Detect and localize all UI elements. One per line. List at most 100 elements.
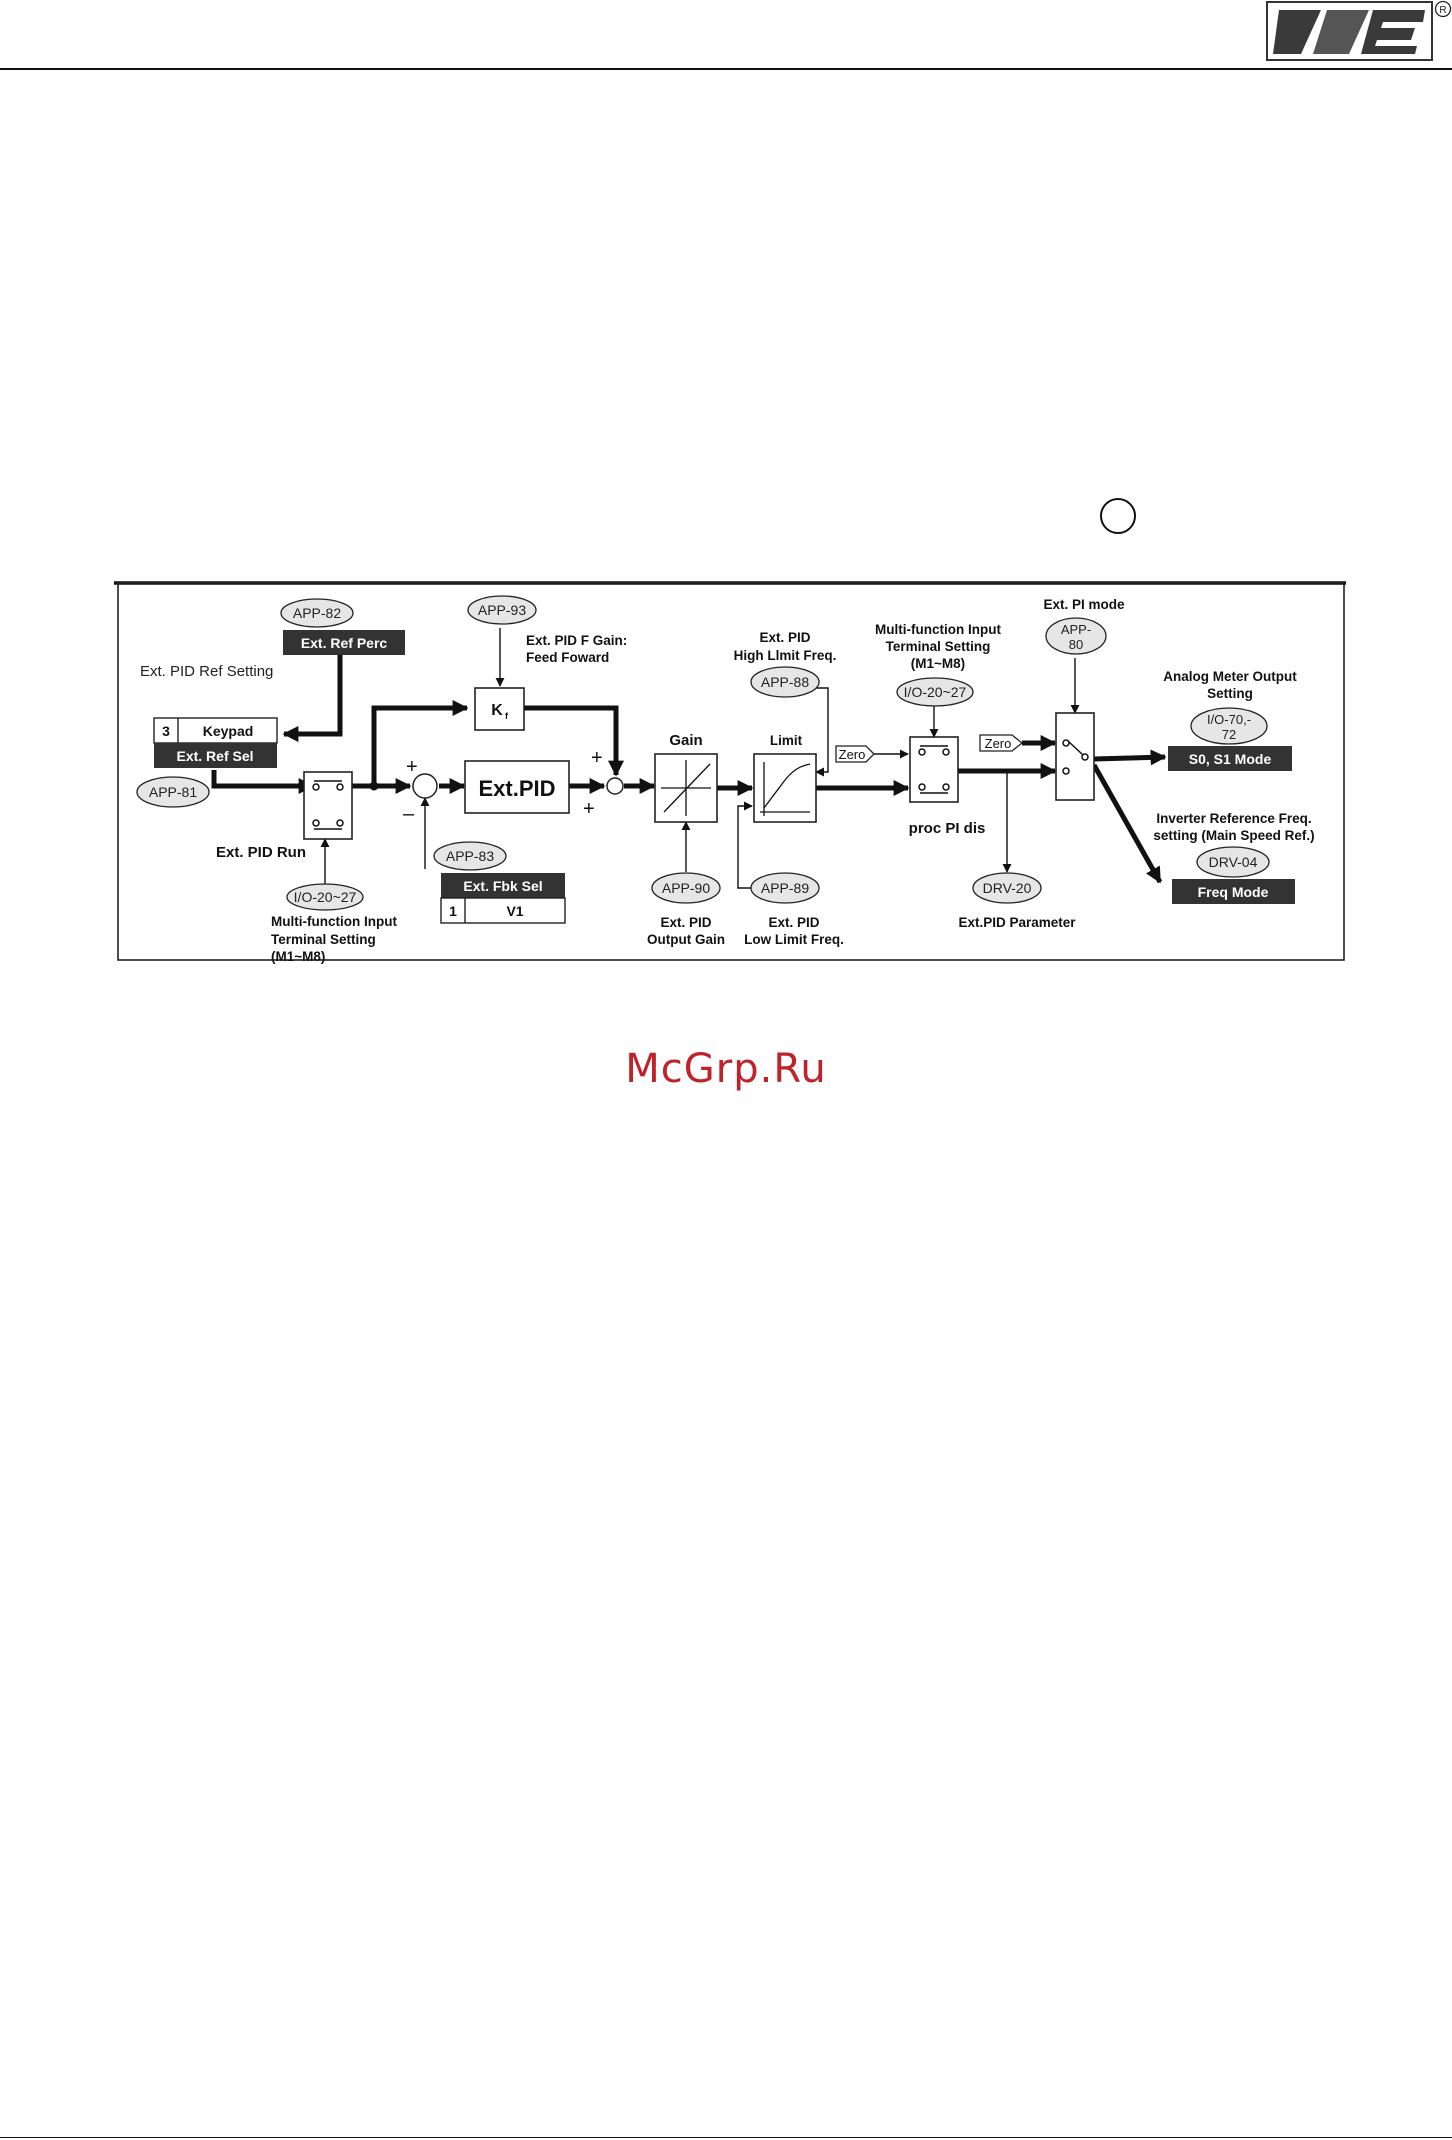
mfi-right-line2: Terminal Setting bbox=[886, 639, 991, 654]
param-app82 bbox=[280, 598, 354, 628]
low-limit-line2: Low Limit Freq. bbox=[744, 932, 844, 947]
fbk-num: 1 bbox=[449, 903, 457, 919]
param-app80-line1: APP- bbox=[1061, 622, 1091, 637]
param-app89 bbox=[750, 872, 820, 904]
param-app93-text: APP-93 bbox=[478, 602, 526, 618]
param-app81 bbox=[136, 776, 210, 808]
junction-dot bbox=[369, 781, 379, 791]
mode-to-freq-mode-arrow bbox=[1091, 763, 1163, 884]
param-drv04 bbox=[1196, 846, 1270, 878]
output-gain-line1: Ext. PID bbox=[660, 915, 711, 930]
param-io2027-left-text: I/O-20~27 bbox=[294, 889, 357, 905]
high-limit-line1: Ext. PID bbox=[759, 630, 810, 645]
param-app81-text: APP-81 bbox=[149, 784, 197, 800]
high-limit-line2: High Llmit Freq. bbox=[734, 648, 837, 663]
ext-ref-sel-text: Ext. Ref Sel bbox=[176, 748, 253, 764]
param-app83-text: APP-83 bbox=[446, 848, 494, 864]
app88-to-limit-arrow bbox=[808, 687, 829, 777]
s0s1-mode-box bbox=[1168, 746, 1292, 771]
kf-k: K bbox=[491, 702, 503, 719]
param-app90-text: APP-90 bbox=[662, 880, 710, 896]
analog-meter-line1: Analog Meter Output bbox=[1163, 669, 1297, 684]
ext-pid-run-switch bbox=[303, 771, 353, 840]
ext-fbk-sel-box bbox=[441, 873, 565, 898]
ref-perc-to-keypad-arrow bbox=[282, 635, 343, 742]
s0s1-mode-text: S0, S1 Mode bbox=[1189, 751, 1272, 767]
sum2-plus-top: + bbox=[591, 747, 603, 769]
registered-trademark-icon: R bbox=[1434, 0, 1452, 18]
param-app93 bbox=[467, 595, 537, 625]
ext-pid-run-label: Ext. PID Run bbox=[216, 844, 306, 861]
ref-sel-to-run-switch-arrow bbox=[211, 770, 315, 794]
param-app88 bbox=[750, 666, 820, 698]
ext-ref-perc-box bbox=[283, 630, 405, 655]
zero-tag-1-text: Zero bbox=[839, 747, 866, 762]
ext-pid-parameter-label: Ext.PID Parameter bbox=[958, 915, 1076, 930]
ext-pi-mode-label: Ext. PI mode bbox=[1043, 597, 1125, 612]
ff-gain-line2: Feed Foward bbox=[526, 650, 609, 665]
param-drv20-text: DRV-20 bbox=[983, 880, 1032, 896]
mfi-right-line3: (M1~M8) bbox=[911, 656, 965, 671]
ext-pid-block-text: Ext.PID bbox=[478, 776, 555, 801]
ff-gain-line1: Ext. PID F Gain: bbox=[526, 633, 627, 648]
ext-pid-block bbox=[464, 760, 570, 814]
mfi-left-line2: Terminal Setting bbox=[271, 932, 376, 947]
param-app89-text: APP-89 bbox=[761, 880, 809, 896]
proc-pi-dis-switch bbox=[909, 736, 959, 803]
low-limit-line1: Ext. PID bbox=[768, 915, 819, 930]
ext-fbk-sel-text: Ext. Fbk Sel bbox=[463, 878, 542, 894]
analog-meter-line2: Setting bbox=[1207, 686, 1253, 701]
gain-label: Gain bbox=[669, 732, 702, 749]
zero-tag-2 bbox=[979, 734, 1024, 752]
diagram-frame bbox=[117, 582, 1345, 961]
company-logo-icon bbox=[1266, 1, 1433, 61]
kf-block bbox=[474, 687, 525, 731]
sum1-minus: – bbox=[403, 803, 415, 825]
mode-to-s0s1-arrow bbox=[1093, 749, 1167, 766]
watermark-text: McGrp.Ru bbox=[625, 1046, 827, 1092]
sum2-plus-bottom: + bbox=[583, 798, 595, 820]
freq-mode-box bbox=[1172, 879, 1295, 904]
svg-text:R: R bbox=[1439, 5, 1446, 16]
param-drv20 bbox=[972, 872, 1042, 904]
freq-mode-text: Freq Mode bbox=[1198, 884, 1269, 900]
param-io7072-line2: 72 bbox=[1222, 727, 1236, 742]
limit-label: Limit bbox=[770, 733, 803, 748]
sum-junction-1 bbox=[412, 773, 438, 799]
sum1-plus: + bbox=[406, 756, 418, 778]
ext-ref-perc-text: Ext. Ref Perc bbox=[301, 635, 388, 651]
mfi-left-line3: (M1~M8) bbox=[271, 949, 325, 964]
mfi-right-line1: Multi-function Input bbox=[875, 622, 1001, 637]
branch-to-kf-arrow bbox=[371, 700, 469, 786]
ext-pid-block-diagram: Ext. PID Ref Setting APP-82 Ext. Ref Per… bbox=[114, 581, 1346, 964]
kf-sub: f bbox=[505, 711, 509, 721]
param-app80 bbox=[1045, 617, 1107, 655]
header-rule bbox=[0, 68, 1452, 70]
ext-pid-ref-setting-label: Ext. PID Ref Setting bbox=[140, 663, 273, 680]
param-app80-line2: 80 bbox=[1069, 637, 1083, 652]
param-io2027-right-text: I/O-20~27 bbox=[904, 684, 967, 700]
inverter-ref-line1: Inverter Reference Freq. bbox=[1156, 811, 1311, 826]
sum-junction-2 bbox=[606, 777, 624, 795]
app89-to-limit-arrow bbox=[737, 801, 756, 889]
inverter-ref-line2: setting (Main Speed Ref.) bbox=[1153, 828, 1314, 843]
footer-rule bbox=[0, 2137, 1452, 2138]
output-gain-line2: Output Gain bbox=[647, 932, 725, 947]
proc-pi-dis-label: proc PI dis bbox=[909, 820, 986, 837]
param-io7072-line1: I/O-70,- bbox=[1207, 712, 1251, 727]
keypad-label: Keypad bbox=[203, 723, 254, 739]
param-app83 bbox=[433, 841, 507, 871]
param-app88-text: APP-88 bbox=[761, 674, 809, 690]
param-io7072 bbox=[1190, 707, 1268, 745]
mfi-left-line1: Multi-function Input bbox=[271, 914, 397, 929]
param-app90 bbox=[651, 872, 721, 904]
param-app82-text: APP-82 bbox=[293, 605, 341, 621]
fbk-label: V1 bbox=[506, 903, 523, 919]
zero-tag-1 bbox=[835, 745, 875, 763]
keypad-num: 3 bbox=[162, 723, 170, 739]
param-io2027-right bbox=[896, 677, 974, 707]
kf-to-sum2-arrow bbox=[524, 705, 624, 777]
zero-tag-2-text: Zero bbox=[985, 736, 1012, 751]
param-drv04-text: DRV-04 bbox=[1209, 854, 1258, 870]
fbk-v1-box bbox=[440, 897, 566, 924]
